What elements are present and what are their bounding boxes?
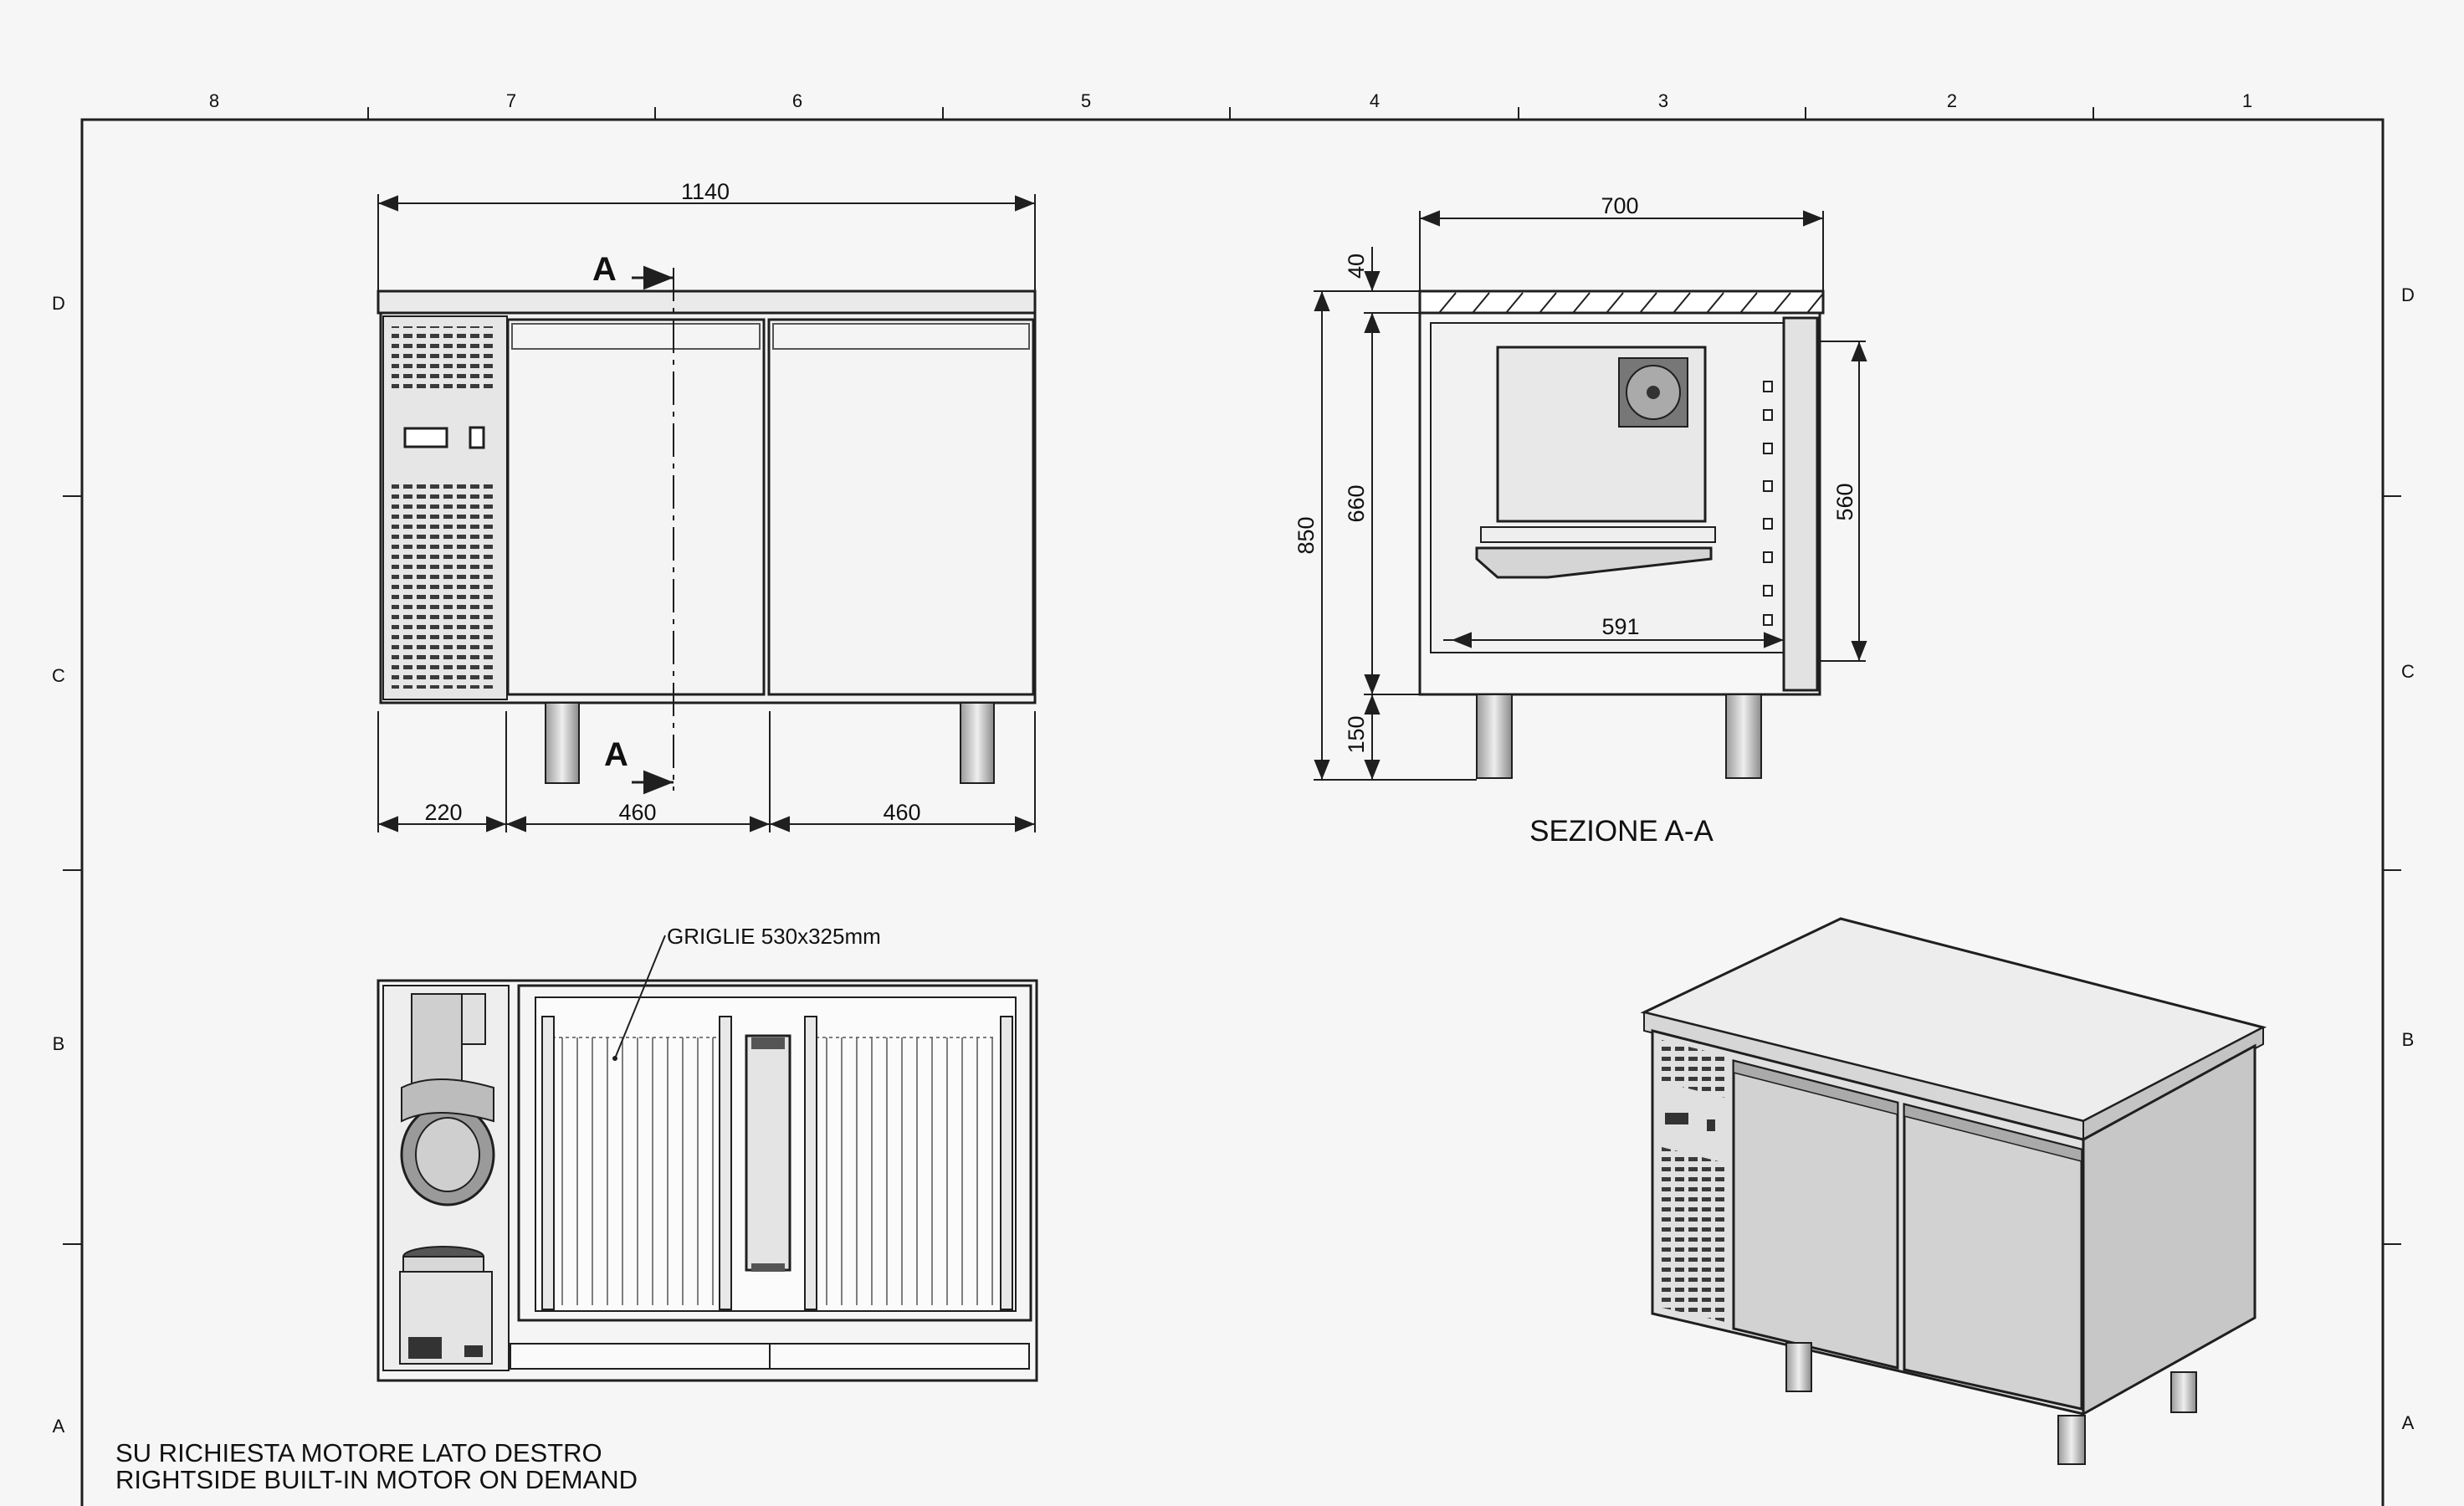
column-label: 2 [1947, 90, 1957, 111]
row-label: B [53, 1033, 65, 1054]
frame-labels: 8 7 6 5 4 3 2 1 D C B A D C B A [52, 90, 2415, 1437]
center-evaporator [745, 1034, 791, 1272]
iso-vent-top [1658, 1039, 1725, 1098]
row-label: B [2402, 1029, 2415, 1050]
dim-door-width: 460 [883, 800, 920, 825]
row-label: C [52, 665, 65, 686]
dim-worktop-thickness: 40 [1344, 254, 1369, 279]
control-display [403, 427, 448, 448]
leg [960, 702, 995, 784]
dim-total-width: 1140 [681, 179, 730, 204]
dim-inner-depth: 591 [1601, 614, 1639, 639]
note-line-1: SU RICHIESTA MOTORE LATO DESTRO [115, 1438, 602, 1468]
dim-compressor-width: 220 [424, 800, 462, 825]
callout-leader [614, 935, 666, 1059]
section-mark-bottom: A [604, 736, 628, 773]
iso-vent-bottom [1658, 1146, 1725, 1322]
dim-leg-height: 150 [1344, 715, 1369, 753]
condenser [411, 993, 463, 1087]
column-label: 3 [1658, 90, 1668, 111]
row-label: A [53, 1416, 65, 1437]
column-label: 8 [209, 90, 219, 111]
power-switch [469, 426, 485, 449]
section-title: SEZIONE A-A [1529, 815, 1714, 848]
front-view: A A 1140 220 460 460 [377, 179, 1037, 832]
dim-depth: 700 [1601, 193, 1638, 218]
vent-grille-top [392, 326, 496, 389]
row-label: D [52, 293, 65, 314]
grid-shelf-left [552, 1037, 720, 1305]
dim-door-width: 460 [618, 800, 656, 825]
row-label: A [2402, 1412, 2415, 1433]
front-dimensions [377, 194, 1036, 832]
dim-inner-height: 560 [1832, 483, 1857, 520]
column-label: 5 [1081, 90, 1091, 111]
column-label: 1 [2242, 90, 2252, 111]
leg [1725, 694, 1762, 779]
leg [1785, 1342, 1812, 1392]
door-handle-left [511, 323, 761, 350]
dim-total-height: 850 [1293, 516, 1319, 554]
row-label: D [2401, 284, 2415, 305]
door-left [506, 318, 766, 696]
leg [1476, 694, 1513, 779]
note-line-2: RIGHTSIDE BUILT-IN MOTOR ON DEMAND [115, 1465, 638, 1494]
plan-view: GRIGLIE 530x325mm [377, 924, 1038, 1382]
vent-grille-bottom [392, 484, 496, 689]
iso-control-display [1665, 1113, 1688, 1124]
section-mark-top: A [592, 251, 617, 288]
leg [545, 702, 580, 784]
door-profile [1782, 316, 1819, 692]
column-label: 6 [792, 90, 802, 111]
dim-body-height: 660 [1344, 484, 1369, 522]
section-view: 700 40 850 660 150 560 591 SEZIONE A-A [1293, 193, 1867, 848]
leg [2170, 1371, 2197, 1413]
row-label: C [2401, 661, 2415, 682]
iso-side [2082, 1043, 2257, 1416]
door-right [767, 318, 1035, 696]
isometric-view [1640, 917, 2267, 1465]
leg [2057, 1415, 2086, 1465]
grid-shelf-right [816, 1037, 996, 1305]
column-label: 4 [1370, 90, 1380, 111]
drip-tray [1475, 546, 1713, 579]
drawing-frame [63, 107, 2401, 1506]
column-label: 7 [506, 90, 516, 111]
worktop [377, 289, 1037, 315]
door-handle-right [772, 323, 1030, 350]
section-dimensions [1314, 210, 1867, 781]
grid-callout: GRIGLIE 530x325mm [667, 924, 881, 949]
